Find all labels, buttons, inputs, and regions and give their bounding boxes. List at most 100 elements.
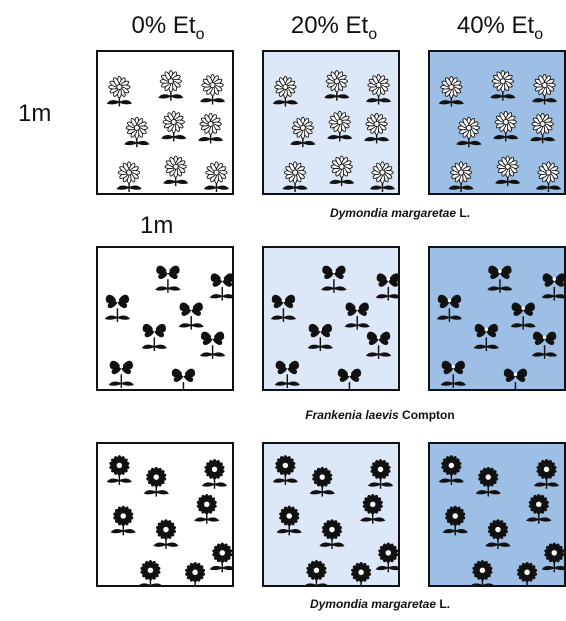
butterfly-flower-icon bbox=[440, 360, 466, 388]
white-daisy-icon bbox=[199, 73, 226, 105]
black-sunflower-icon bbox=[153, 519, 179, 549]
plot-canvas bbox=[272, 455, 398, 585]
butterfly-flower-icon bbox=[155, 265, 181, 293]
black-sunflower-icon bbox=[201, 459, 228, 489]
butterfly-flower-icon bbox=[104, 294, 131, 322]
black-sunflower-icon bbox=[442, 505, 468, 536]
species-name: Frankenia laevis bbox=[305, 408, 399, 422]
black-sunflower-icon bbox=[194, 494, 220, 524]
white-daisy-icon bbox=[163, 155, 189, 187]
black-sunflower-icon bbox=[309, 466, 335, 497]
white-daisy-icon bbox=[365, 73, 392, 105]
column-header-subscript: o bbox=[195, 25, 205, 43]
white-daisy-icon bbox=[493, 110, 519, 142]
black-sunflower-icon bbox=[209, 542, 232, 573]
column-header-label: 20% Et bbox=[290, 12, 369, 39]
white-daisy-icon bbox=[535, 161, 562, 192]
white-daisy-icon bbox=[106, 75, 132, 107]
butterfly-flower-icon bbox=[209, 273, 232, 301]
black-sunflower-icon bbox=[351, 561, 372, 585]
white-daisy-icon bbox=[531, 73, 558, 105]
white-daisy-icon bbox=[329, 155, 355, 187]
butterfly-flower-icon bbox=[365, 331, 392, 359]
plot-height-label: 1m bbox=[18, 100, 52, 127]
white-daisy-icon bbox=[369, 161, 396, 192]
butterfly-flower-icon bbox=[141, 323, 167, 352]
white-daisy-icon bbox=[124, 116, 150, 148]
column-header-label: 40% Et bbox=[456, 12, 535, 39]
butterfly-flower-icon bbox=[344, 302, 370, 330]
black-sunflower-icon bbox=[185, 561, 206, 585]
butterfly-flower-icon bbox=[274, 360, 300, 388]
plot-row0-col2 bbox=[428, 50, 566, 195]
white-daisy-icon bbox=[198, 112, 224, 144]
white-daisy-icon bbox=[438, 75, 464, 107]
plot-canvas bbox=[438, 70, 562, 192]
white-daisy-icon bbox=[364, 112, 390, 144]
plot-width-label: 1m bbox=[140, 212, 174, 239]
butterfly-flower-icon bbox=[337, 368, 362, 389]
white-daisy-icon bbox=[272, 75, 298, 107]
white-daisy-icon bbox=[158, 70, 184, 101]
plot-canvas bbox=[106, 455, 232, 585]
column-header-subscript: o bbox=[534, 25, 544, 43]
species-caption-row2: Dymondia margaretae L. bbox=[200, 597, 560, 611]
white-daisy-icon bbox=[203, 161, 230, 192]
butterfly-flower-icon bbox=[531, 331, 558, 359]
column-header-label: 0% Et bbox=[131, 12, 196, 39]
black-sunflower-icon bbox=[517, 561, 538, 585]
butterfly-flower-icon bbox=[541, 273, 564, 301]
white-daisy-icon bbox=[290, 116, 316, 148]
black-sunflower-icon bbox=[272, 455, 298, 485]
black-sunflower-icon bbox=[533, 459, 560, 489]
plot-row0-col0 bbox=[96, 50, 234, 195]
white-daisy-icon bbox=[161, 110, 187, 142]
butterfly-flower-icon bbox=[307, 323, 333, 352]
white-daisy-icon bbox=[456, 116, 482, 148]
black-sunflower-icon bbox=[360, 494, 386, 524]
butterfly-flower-icon bbox=[171, 368, 196, 389]
species-authority: L. bbox=[436, 597, 451, 611]
plot-canvas bbox=[436, 265, 564, 389]
plot-row2-col2 bbox=[428, 442, 566, 587]
black-sunflower-icon bbox=[139, 560, 162, 585]
black-sunflower-icon bbox=[485, 519, 511, 549]
species-caption-row1: Frankenia laevis Compton bbox=[200, 408, 560, 422]
white-daisy-icon bbox=[530, 112, 556, 144]
column-header-2: 40% Eto bbox=[430, 12, 566, 44]
black-sunflower-icon bbox=[319, 519, 345, 549]
butterfly-flower-icon bbox=[510, 302, 536, 330]
butterfly-flower-icon bbox=[503, 368, 528, 389]
column-header-subscript: o bbox=[368, 25, 378, 43]
butterfly-flower-icon bbox=[108, 360, 134, 388]
column-header-0: 0% Eto bbox=[98, 12, 238, 44]
plot-row2-col1 bbox=[262, 442, 400, 587]
butterfly-flower-icon bbox=[178, 302, 204, 330]
butterfly-flower-icon bbox=[487, 265, 513, 293]
white-daisy-icon bbox=[490, 70, 516, 101]
column-header-1: 20% Eto bbox=[264, 12, 404, 44]
black-sunflower-icon bbox=[526, 494, 552, 524]
butterfly-flower-icon bbox=[270, 294, 297, 322]
white-daisy-icon bbox=[327, 110, 353, 142]
species-name: Dymondia margaretae bbox=[309, 597, 437, 611]
species-name: Dymondia margaretae bbox=[329, 206, 457, 220]
black-sunflower-icon bbox=[276, 505, 302, 536]
plot-canvas bbox=[104, 265, 232, 389]
plot-canvas bbox=[272, 70, 396, 192]
white-daisy-icon bbox=[495, 155, 521, 187]
butterfly-flower-icon bbox=[375, 273, 398, 301]
white-daisy-icon bbox=[324, 70, 350, 101]
plot-canvas bbox=[438, 455, 564, 585]
black-sunflower-icon bbox=[110, 505, 136, 536]
species-authority: Compton bbox=[398, 408, 455, 422]
plot-row1-col0 bbox=[96, 246, 234, 391]
black-sunflower-icon bbox=[475, 466, 501, 497]
black-sunflower-icon bbox=[106, 455, 132, 485]
black-sunflower-icon bbox=[367, 459, 394, 489]
butterfly-flower-icon bbox=[321, 265, 347, 293]
black-sunflower-icon bbox=[541, 542, 564, 573]
plot-canvas bbox=[106, 70, 230, 192]
butterfly-flower-icon bbox=[199, 331, 226, 359]
black-sunflower-icon bbox=[438, 455, 464, 485]
